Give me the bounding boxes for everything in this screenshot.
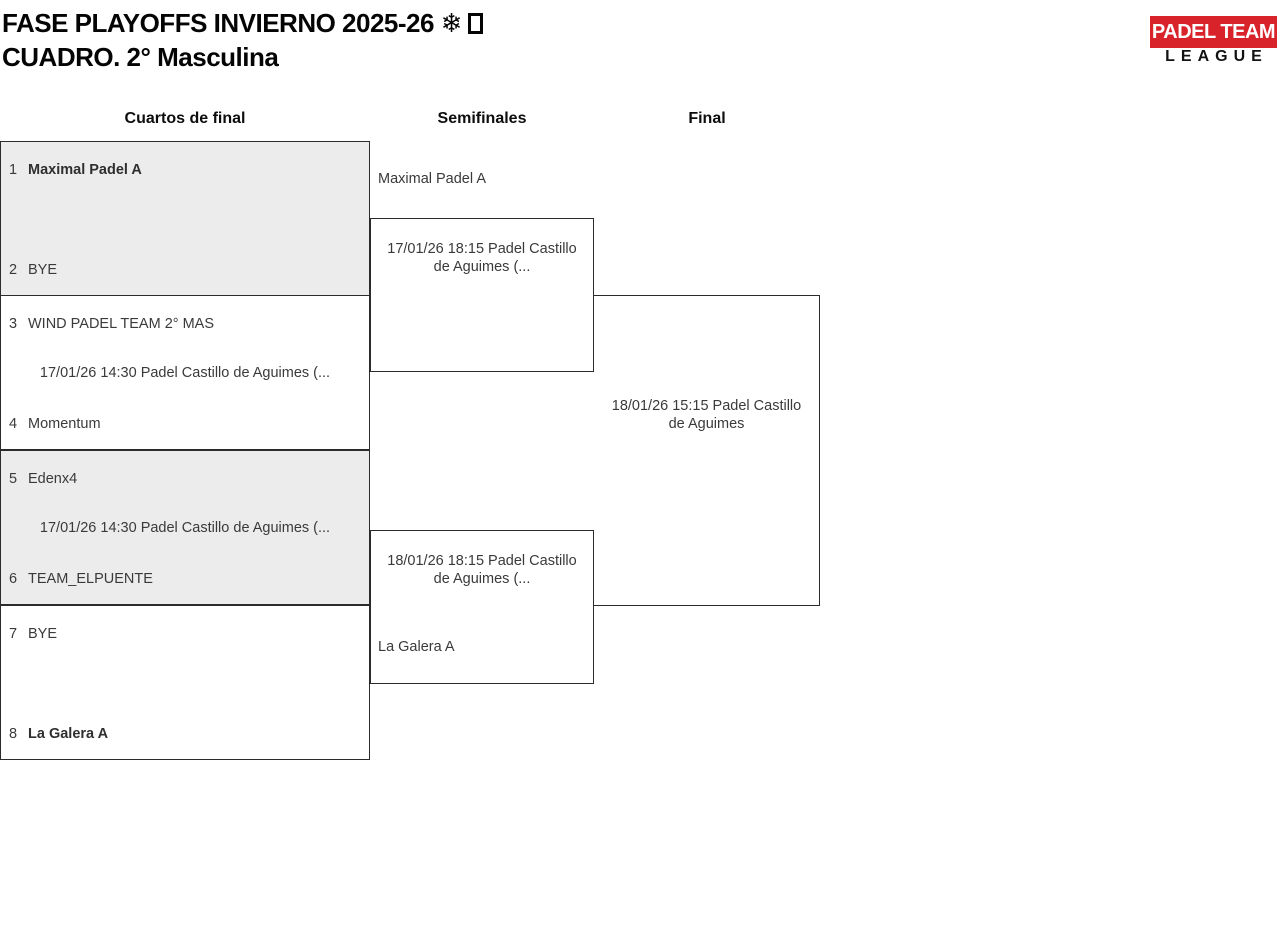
round-header-semifinales: Semifinales <box>437 110 527 127</box>
match-sf2[interactable]: 18/01/26 18:15 Padel Castillo de Aguimes… <box>370 530 594 684</box>
match-datetime-venue: 17/01/26 14:30 Padel Castillo de Aguimes… <box>39 520 331 536</box>
seed-number: 7 <box>9 626 18 642</box>
match-slot: 2 BYE <box>1 260 369 280</box>
team-name: WIND PADEL TEAM 2° MAS <box>28 316 215 332</box>
team-name: Maximal Padel A <box>28 162 142 178</box>
seed-number: 3 <box>9 316 18 332</box>
match-sf1[interactable]: 17/01/26 18:15 Padel Castillo de Aguimes… <box>370 218 594 372</box>
match-qf1[interactable]: 1 Maximal Padel A 2 BYE <box>0 141 370 296</box>
match-datetime-venue: 17/01/26 14:30 Padel Castillo de Aguimes… <box>39 365 331 381</box>
match-slot: 5 Edenx4 <box>1 469 369 489</box>
page-title: FASE PLAYOFFS INVIERNO 2025-26 ❄ CUADRO.… <box>2 6 483 74</box>
team-name: La Galera A <box>378 639 455 655</box>
team-name: Maximal Padel A <box>378 171 486 187</box>
team-name: BYE <box>28 262 58 278</box>
seed-number: 2 <box>9 262 18 278</box>
match-qf4[interactable]: 7 BYE 8 La Galera A <box>0 605 370 760</box>
team-name: La Galera A <box>28 726 109 742</box>
match-slot: 7 BYE <box>1 624 369 644</box>
match-slot: 1 Maximal Padel A <box>1 160 369 180</box>
team-name: Edenx4 <box>28 471 78 487</box>
round-header-final: Final <box>688 110 726 127</box>
match-slot: 3 WIND PADEL TEAM 2° MAS <box>1 314 369 334</box>
match-datetime-venue: 18/01/26 18:15 Padel Castillo de Aguimes… <box>387 553 577 587</box>
match-slot: 8 La Galera A <box>1 724 369 744</box>
seed-number: 8 <box>9 726 18 742</box>
match-qf3[interactable]: 5 Edenx4 17/01/26 14:30 Padel Castillo de… <box>0 450 370 605</box>
page-title-line1: FASE PLAYOFFS INVIERNO 2025-26 ❄ <box>2 8 462 38</box>
padel-team-league-logo: PADEL TEAM LEAGUE <box>1150 16 1277 65</box>
seed-number: 6 <box>9 571 18 587</box>
seed-number: 1 <box>9 162 18 178</box>
logo-padel-team-text: PADEL TEAM <box>1150 16 1277 48</box>
match-slot: 6 TEAM_ELPUENTE <box>1 569 369 589</box>
match-final[interactable]: 18/01/26 15:15 Padel Castillo de Aguimes <box>594 295 820 606</box>
page-title-line2: CUADRO. 2° Masculina <box>2 42 279 72</box>
seed-number: 4 <box>9 416 18 432</box>
team-name: Momentum <box>28 416 101 432</box>
match-datetime-venue: 18/01/26 15:15 Padel Castillo de Aguimes <box>611 398 802 432</box>
seed-number: 5 <box>9 471 18 487</box>
round-header-cuartos: Cuartos de final <box>124 110 246 127</box>
match-qf2[interactable]: 3 WIND PADEL TEAM 2° MAS 17/01/26 14:30 P… <box>0 295 370 450</box>
team-name: BYE <box>28 626 58 642</box>
match-datetime-venue: 17/01/26 18:15 Padel Castillo de Aguimes… <box>387 241 577 275</box>
team-name: TEAM_ELPUENTE <box>28 571 153 587</box>
match-slot: 4 Momentum <box>1 414 369 434</box>
missing-glyph-box-icon <box>467 13 483 34</box>
logo-league-text: LEAGUE <box>1165 48 1268 65</box>
